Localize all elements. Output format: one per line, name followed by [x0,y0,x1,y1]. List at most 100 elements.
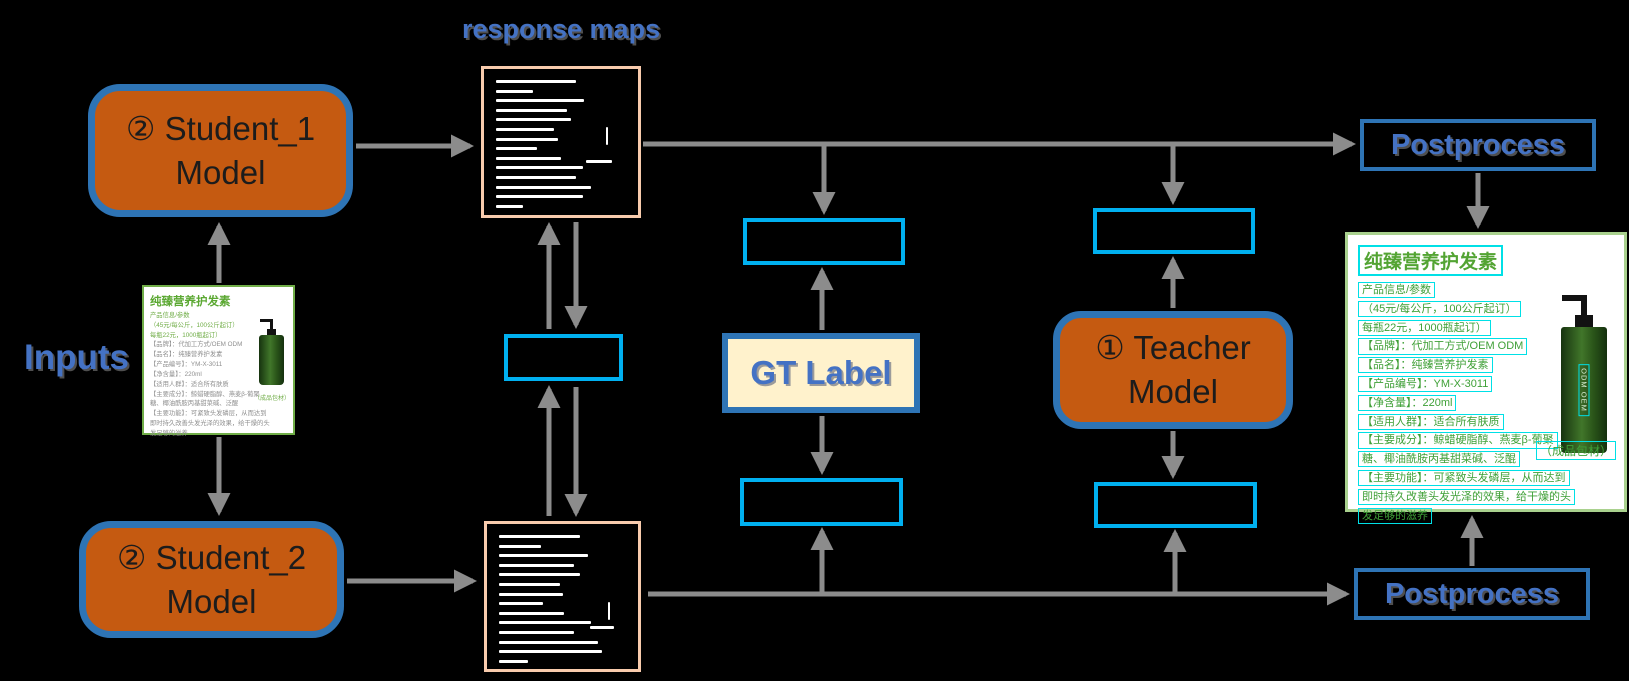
product-detail-line: 【适用人群】：适合所有肤质 [150,380,229,388]
loss-box-gt-top [743,218,905,265]
loss-box-teacher-bottom [1094,482,1257,528]
inputs-label: Inputs [24,338,129,377]
response-maps-label: response maps [462,14,661,44]
response-map-text-line [496,195,583,199]
product-bottle-image [257,315,287,387]
response-map-text-line [499,582,561,586]
ocr-detected-line: 【主要成分】：鲸蜡硬脂醇、燕麦β-葡聚 [1358,432,1558,449]
product-bottle-image: ODM OEM [1558,287,1610,457]
response-map-text-line [499,563,575,567]
student1-name-line1: ② Student_1 [125,109,316,147]
product-detail-line: 发足够的滋养 [150,429,188,437]
response-map-student1 [481,66,641,218]
response-map-text-line [499,640,598,644]
ocr-detected-line: 【品牌】：代加工方式/OEM ODM [1358,338,1528,355]
response-map-text-line [499,650,602,654]
response-map-text-line [499,621,591,625]
product-title-ocr: 纯臻营养护发素 [1358,245,1504,276]
ocr-detected-line: 【主要功能】：可紧致头发磷层，从而达到 [1358,469,1570,487]
student1-name-line2: Model [175,153,266,191]
ocr-detected-line: 发足够的滋养 [1358,507,1432,524]
product-title: 纯臻营养护发素 [150,296,231,308]
teacher-name-line2: Model [1128,373,1218,410]
response-map-text-line [496,147,538,151]
response-map-text-lines [496,80,638,208]
postprocess-bottom-text: Postprocess [1384,577,1560,610]
teacher-model-node: ① Teacher Model [1053,311,1293,429]
ocr-detected-line: 每瓶22元，1000瓶起订） [1358,319,1491,336]
bottle-body [259,335,284,385]
product-detail-line: 糖、椰油酰胺丙基甜菜碱、泛醌 [150,400,239,408]
response-map-text-line [499,630,575,634]
student1-model-node: ② Student_1 Model [88,84,353,217]
response-map-mark [585,159,612,163]
postprocess-bottom-node: Postprocess [1354,568,1590,620]
product-detail-line: 【主要功能】：可紧致头发磷层，从而达到 [150,410,267,418]
response-map-text-line [496,156,562,160]
ocr-detected-line: 糖、椰油酰胺丙基甜菜碱、泛醌 [1358,451,1520,468]
response-map-text-line [496,175,576,179]
response-map-text-line [499,554,588,558]
response-map-mark [605,127,608,146]
ocr-detected-line: 【品名】：纯臻营养护发素 [1358,357,1493,374]
response-map-mark [589,625,614,629]
ocr-result-lines: 产品信息/参数（45元/每公斤，100公斤起订）每瓶22元，1000瓶起订） 【品… [1358,282,1614,524]
response-map-text-line [496,80,576,83]
response-map-text-line [496,185,592,189]
teacher-name-line1: ① Teacher [1095,329,1251,367]
product-detail-line: 【品牌】：代加工方式/OEM ODM [150,341,243,349]
response-map-text-line [496,166,583,170]
product-detail-line: 【主要成分】：鲸蜡硬脂醇、燕麦β-葡聚 [150,390,260,398]
response-map-mark [607,602,610,621]
gt-label-node: GT Label [722,333,920,413]
ocr-detected-line: （45元/每公斤，100公斤起订） [1358,300,1521,318]
bottle-pump-collar [1575,315,1593,327]
response-map-text-line [499,592,563,596]
response-map-text-line [496,137,559,141]
output-product-card-ocr: 纯臻营养护发素 产品信息/参数（45元/每公斤，100公斤起订）每瓶22元，10… [1345,232,1627,524]
package-material-note: （成品包材） [253,396,290,402]
response-map-text-line [496,108,567,112]
response-map-text-line [499,611,565,615]
postprocess-top-text: Postprocess [1390,128,1566,161]
loss-box-teacher-top [1093,208,1255,254]
response-map-text-line [499,535,580,538]
gt-label-text: GT Label [750,354,892,391]
loss-box-between-students [504,334,623,381]
bottle-body: ODM OEM [1561,327,1607,453]
response-map-text-line [499,573,580,577]
student2-model-node: ② Student_2 Model [79,521,344,638]
product-detail-line: 【净含量】：220ml [150,370,202,378]
product-info-line: 产品信息/参数 [150,312,190,319]
loss-box-gt-bottom [740,478,903,526]
bottle-pump-collar [267,329,276,335]
product-detail-line: 【品名】：纯臻营养护发素 [150,351,223,359]
product-detail-line: 即时持久改善头发光泽的效果，给干燥的头 [150,419,270,427]
package-material-note-ocr: （成品包材） [1535,441,1616,460]
bottle-pump-spout [1562,295,1586,301]
product-info-line: （45元/每公斤，100公斤起订） [150,321,239,329]
input-product-card: 纯臻营养护发素 产品信息/参数 （45元/每公斤，100公斤起订） 每瓶22元，10… [142,285,295,437]
student2-name-line2: Model [166,582,257,620]
response-map-text-line [496,99,585,103]
response-map-text-line [496,127,555,131]
ocr-detected-line: 【产品编号】：YM-X-3011 [1358,375,1493,393]
product-detail-line: 【产品编号】：YM-X-3011 [150,361,223,369]
postprocess-top-node: Postprocess [1360,119,1596,171]
ocr-detected-line: 【适用人群】：适合所有肤质 [1358,413,1504,430]
response-map-text-line [499,659,529,663]
product-info-lines: 产品信息/参数 （45元/每公斤，100公斤起订） 每瓶22元，1000瓶起订） 【品… [150,311,287,439]
bottle-label-text: ODM OEM [1578,364,1590,416]
bottle-pump-stem [270,319,273,329]
bottle-pump-stem [1581,295,1587,315]
product-info-line: 每瓶22元，1000瓶起订） [150,331,222,339]
ocr-detected-line: 产品信息/参数 [1358,282,1436,299]
response-map-text-lines [499,535,638,663]
ocr-detected-line: 即时持久改善头发光泽的效果，给干燥的头 [1358,488,1575,506]
bottle-pump-spout [260,319,273,322]
response-map-student2 [484,521,641,672]
student2-name-line1: ② Student_2 [116,538,307,576]
response-map-text-line [496,118,572,122]
response-map-text-line [499,544,541,548]
